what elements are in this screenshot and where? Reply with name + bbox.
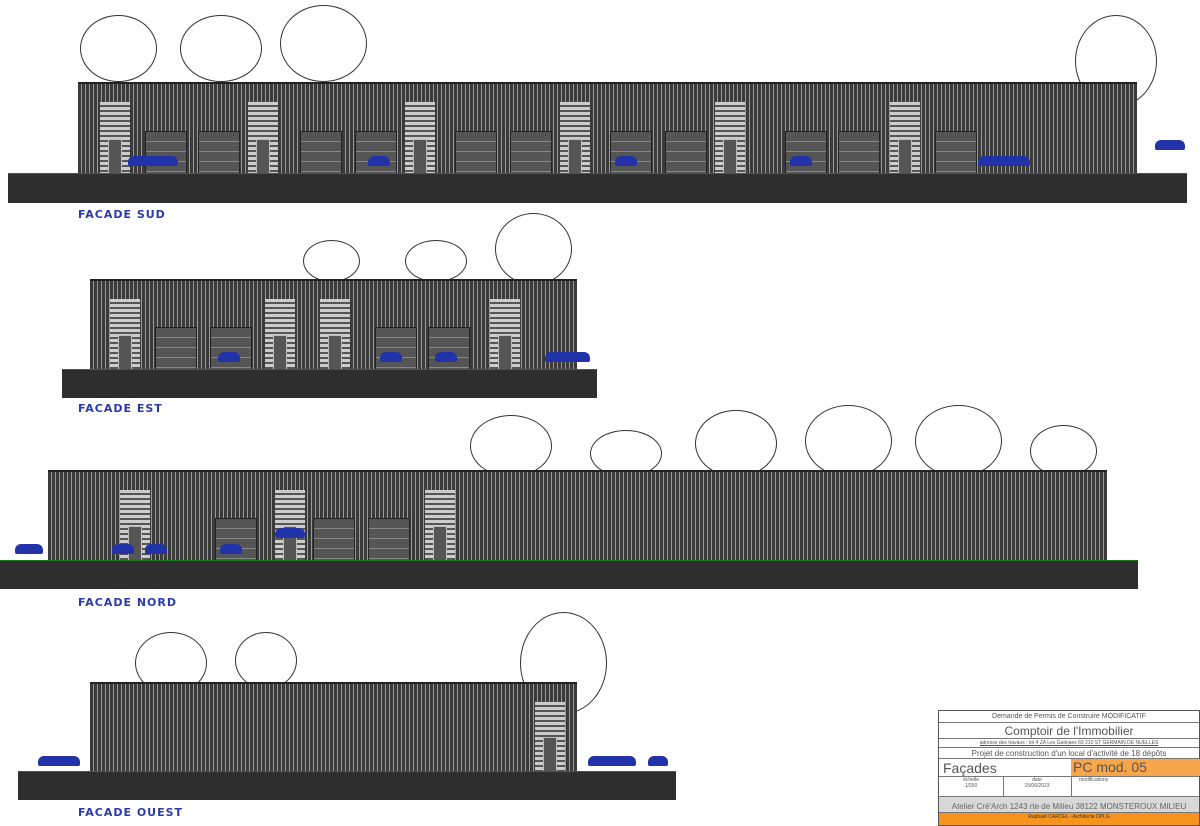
scale-label: échelle	[963, 777, 979, 783]
garage-door	[368, 518, 410, 562]
entry-door	[413, 139, 427, 175]
entry-door	[543, 737, 557, 773]
title-block: Demande de Permis de Construire MODIFICA…	[938, 710, 1200, 826]
tree-outline	[915, 405, 1002, 477]
garage-door	[510, 131, 552, 175]
garage-door	[215, 518, 257, 562]
tree-outline	[180, 15, 262, 82]
building-ouest	[90, 682, 577, 773]
garage-door	[610, 131, 652, 175]
vehicle	[1155, 140, 1185, 150]
garage-door	[935, 131, 977, 175]
entry-door	[498, 335, 512, 371]
office-address: Atelier Cré'Arch 1243 rte de Milieu 3812…	[939, 797, 1199, 813]
entry-door	[568, 139, 582, 175]
info-row: échelle 1/250 date 15/06/2023 modificati…	[939, 777, 1199, 797]
vehicle	[275, 528, 305, 538]
garage-door	[665, 131, 707, 175]
ground-ouest	[18, 771, 676, 800]
permit-request: Demande de Permis de Construire MODIFICA…	[939, 711, 1199, 723]
vehicle	[648, 756, 668, 766]
vehicle	[380, 352, 402, 362]
facade-sud-label: FACADE SUD	[78, 208, 166, 221]
vehicle	[615, 156, 637, 166]
facade-est-label: FACADE EST	[78, 402, 163, 415]
tree-outline	[695, 410, 777, 477]
vehicle	[218, 352, 240, 362]
tree-outline	[235, 632, 297, 689]
sheet-row: Façades PC mod. 05	[939, 759, 1200, 777]
entry-door	[723, 139, 737, 175]
site-address: adresse des travaux : lot 4 ZA Les Gatin…	[939, 739, 1199, 748]
tree-outline	[470, 415, 552, 477]
vehicle	[128, 156, 178, 166]
garage-door	[785, 131, 827, 175]
ground-est	[62, 369, 597, 398]
entry-door	[256, 139, 270, 175]
building-sud	[78, 82, 1137, 175]
garage-door	[210, 327, 252, 371]
garage-door	[455, 131, 497, 175]
facade-ouest-label: FACADE OUEST	[78, 806, 184, 819]
date-label: date	[1032, 777, 1042, 783]
garage-door	[428, 327, 470, 371]
sheet-title: Façades	[943, 760, 997, 776]
tree-outline	[495, 213, 572, 285]
date-value: 15/06/2023	[1024, 783, 1050, 789]
garage-door	[375, 327, 417, 371]
modifications-label: modifications	[1079, 777, 1109, 783]
garage-door	[198, 131, 240, 175]
tree-outline	[405, 240, 467, 282]
vehicle	[978, 156, 1030, 166]
ground-sud	[8, 173, 1187, 203]
vehicle	[220, 544, 242, 554]
building-nord	[48, 470, 1107, 562]
vehicle	[112, 544, 134, 554]
entry-door	[328, 335, 342, 371]
project-description: Projet de construction d'un local d'acti…	[939, 748, 1199, 759]
tree-outline	[805, 405, 892, 477]
vehicle	[15, 544, 43, 554]
entry-door	[433, 526, 447, 562]
vehicle	[588, 756, 636, 766]
garage-door	[838, 131, 880, 175]
sheet-code: PC mod. 05	[1071, 759, 1200, 776]
entry-door	[898, 139, 912, 175]
scale-value: 1/250	[964, 783, 978, 789]
entry-door	[108, 139, 122, 175]
architect-name: Raphaël CARCEL - Architecte DPLG	[939, 813, 1199, 825]
tree-outline	[303, 240, 360, 282]
tree-outline	[80, 15, 157, 82]
garage-door	[355, 131, 397, 175]
facade-nord-label: FACADE NORD	[78, 596, 177, 609]
garage-door	[300, 131, 342, 175]
tree-outline	[280, 5, 367, 82]
entry-door	[273, 335, 287, 371]
building-est	[90, 279, 577, 371]
vehicle	[368, 156, 390, 166]
garage-door	[145, 131, 187, 175]
garage-door	[155, 327, 197, 371]
vehicle	[790, 156, 812, 166]
entry-door	[118, 335, 132, 371]
vehicle	[145, 544, 167, 554]
vehicle	[545, 352, 590, 362]
ground-nord	[0, 560, 1138, 589]
vehicle	[38, 756, 80, 766]
garage-door	[313, 518, 355, 562]
client-name: Comptoir de l'Immobilier	[939, 723, 1199, 739]
vehicle	[435, 352, 457, 362]
